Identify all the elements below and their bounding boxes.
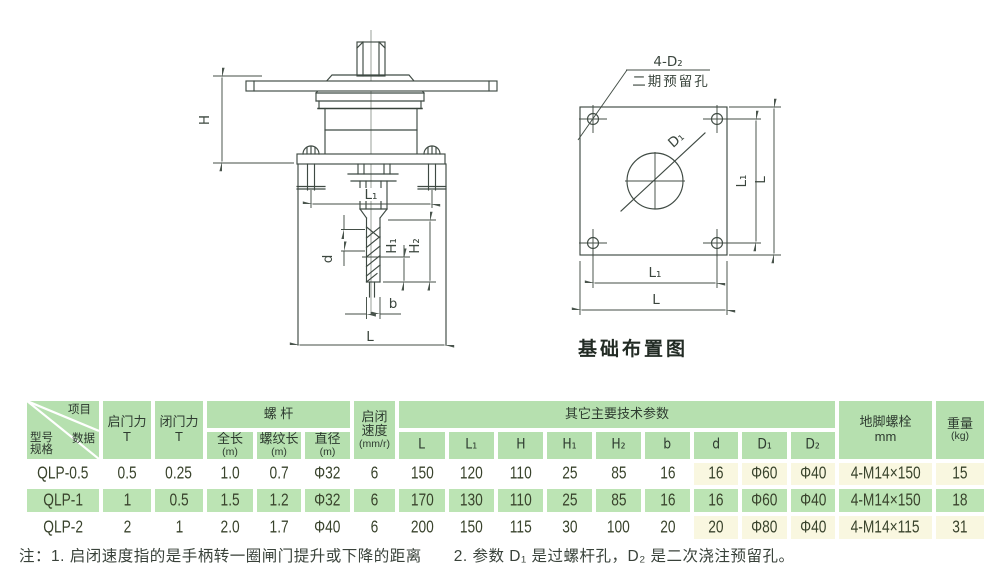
header-param-b: b xyxy=(645,432,690,459)
dim-label-H: H xyxy=(197,115,213,125)
model-cell: QLP-2 xyxy=(27,516,99,539)
header-param-H2: H₂ xyxy=(596,432,641,459)
dim-label-H1: H₁ xyxy=(384,238,400,254)
header-param-H: H xyxy=(498,432,543,459)
header-param-d: d xyxy=(694,432,738,459)
table-row-qlp-1: QLP-1 1 0.5 1.5 1.2 Φ32 6 170 130 110 25… xyxy=(27,489,984,512)
plan-view-drawing: D₁ 4-D₂ 二期预留孔 L₁ L L₁ L xyxy=(578,54,781,315)
header-param-H1: H₁ xyxy=(547,432,592,459)
table-row-qlp-0.5: QLP-0.5 0.5 0.25 1.0 0.7 Φ32 6 150 120 1… xyxy=(27,463,984,485)
header-group-other-params: 其它主要技术参数 xyxy=(399,401,835,428)
header-param-L: L xyxy=(399,432,445,459)
dim-label-d: d xyxy=(320,255,336,264)
header-diameter: 直径(m) xyxy=(305,432,350,459)
corner-label-data: 数据 xyxy=(72,433,95,445)
dim-label-L1-front: L₁ xyxy=(365,187,378,203)
corner-header-cell: 项目 数据 型号规格 xyxy=(27,401,99,459)
dim-label-H2: H₂ xyxy=(407,238,423,254)
table-row-qlp-2: QLP-2 2 1 2.0 1.7 Φ40 6 200 150 115 30 1… xyxy=(27,516,984,539)
corner-label-model: 型号规格 xyxy=(30,432,53,457)
model-cell: QLP-0.5 xyxy=(27,463,99,485)
model-cell: QLP-1 xyxy=(27,489,99,512)
header-speed: 启闭速度(mm/r) xyxy=(354,401,395,459)
dim-label-L-right: L xyxy=(753,176,769,184)
callout-bolt-holes-line2: 二期预留孔 xyxy=(632,74,710,90)
header-group-screw: 螺 杆 xyxy=(207,401,350,428)
header-param-D1: D₁ xyxy=(742,432,787,459)
header-full-length: 全长(m) xyxy=(207,432,253,459)
dim-label-b: b xyxy=(389,296,398,312)
header-param-D2: D₂ xyxy=(791,432,835,459)
dim-label-L1-right: L₁ xyxy=(734,175,750,188)
dim-label-L1-bottom: L₁ xyxy=(649,265,662,281)
technical-drawings: L xyxy=(197,30,781,395)
plan-view-caption: 基础布置图 xyxy=(578,339,689,360)
header-weight: 重量(kg) xyxy=(936,401,984,459)
front-view-drawing: L xyxy=(197,30,498,345)
dim-label-D1: D₁ xyxy=(665,129,687,151)
header-thread-length: 螺纹长(m) xyxy=(257,432,301,459)
callout-bolt-holes-line1: 4-D₂ xyxy=(653,54,682,70)
dim-label-L-front: L xyxy=(366,329,374,345)
header-param-L1: L₁ xyxy=(449,432,494,459)
corner-label-item: 项目 xyxy=(68,404,91,416)
dim-label-L-bottom: L xyxy=(652,292,660,308)
footnote: 注：1. 启闭速度指的是手柄转一圈闸门提升或下降的距离 2. 参数 D₁ 是过螺… xyxy=(19,548,795,565)
